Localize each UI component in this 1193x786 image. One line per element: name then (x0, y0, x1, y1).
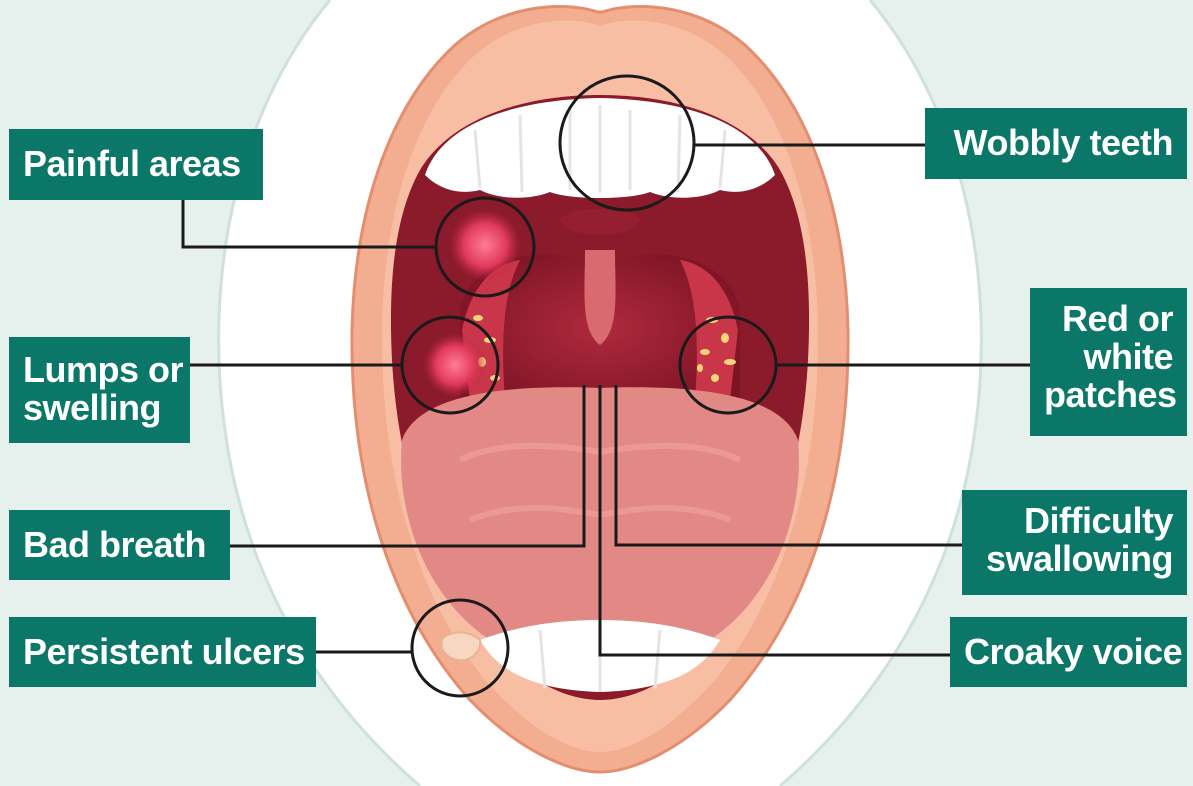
label-text-line-2: white (1044, 338, 1173, 376)
lump-swelling-sore (423, 333, 487, 397)
label-text-line-2: swallowing (976, 540, 1173, 578)
label-text: Croaky voice (964, 633, 1173, 671)
label-text-line-1: Difficulty (976, 502, 1173, 540)
ulcer-spot (442, 633, 481, 661)
label-difficulty-swallowing: Difficulty swallowing (962, 490, 1187, 595)
label-text: Painful areas (23, 145, 249, 183)
label-text-line-1: Red or (1044, 300, 1173, 338)
label-text-line-1: Lumps or (23, 351, 176, 389)
label-text: Wobbly teeth (939, 124, 1173, 162)
label-text: Bad breath (23, 526, 216, 564)
label-painful-areas: Painful areas (9, 129, 263, 200)
label-croaky-voice: Croaky voice (950, 617, 1187, 687)
label-text: Persistent ulcers (23, 633, 302, 671)
label-bad-breath: Bad breath (9, 510, 230, 580)
label-lumps-or-swelling: Lumps or swelling (9, 337, 190, 443)
label-wobbly-teeth: Wobbly teeth (925, 108, 1187, 179)
label-persistent-ulcers: Persistent ulcers (9, 617, 316, 687)
label-text-line-3: patches (1044, 376, 1173, 414)
label-red-or-white-patches: Red or white patches (1030, 288, 1187, 436)
painful-area-sore (449, 209, 521, 281)
label-text-line-2: swelling (23, 389, 176, 427)
